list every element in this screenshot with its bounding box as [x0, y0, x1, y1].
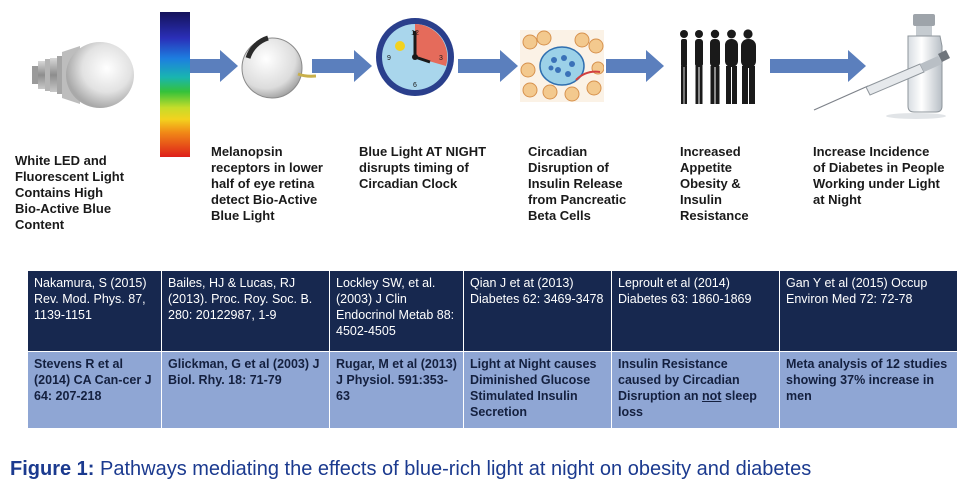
- reference-cell: Leproult et al (2014) Diabetes 63: 1860-…: [611, 270, 780, 352]
- reference-cell: Lockley SW, et al. (2003) J Clin Endocri…: [329, 270, 464, 352]
- figure-label: Figure 1:: [10, 458, 95, 480]
- stage-caption-diabetes: Increase Incidence of Diabetes in People…: [813, 144, 945, 207]
- clock-number-6: 6: [413, 82, 417, 89]
- reference-cell: Qian J et at (2013) Diabetes 62: 3469-34…: [463, 270, 612, 352]
- flow-arrow-2: [312, 50, 372, 82]
- clock-icon: 12 3 6 9: [376, 18, 454, 96]
- flow-arrow-5: [770, 50, 866, 82]
- stage-caption-melanopsin: Melanopsin receptors in lower half of ey…: [211, 144, 323, 223]
- led-bulb-icon: [32, 42, 134, 108]
- reference-cell-insulin-resistance: Insulin Resistance caused by Circadian D…: [611, 351, 780, 429]
- light-spectrum-bar: [160, 12, 190, 157]
- clock-number-9: 9: [387, 55, 391, 62]
- flow-arrow-3: [458, 50, 518, 82]
- reference-text-before: Insulin Resistance caused by Circadian D…: [618, 357, 740, 403]
- stage-caption-clock: Blue Light AT NIGHT disrupts timing of C…: [359, 144, 487, 191]
- stage-caption-led: White LED and Fluorescent Light Contains…: [15, 153, 125, 232]
- flow-arrow-1: [190, 50, 238, 82]
- figure-caption-text: Pathways mediating the effects of blue-r…: [94, 458, 812, 480]
- reference-cell: Light at Night causes Diminished Glucose…: [463, 351, 612, 429]
- stage-caption-insulin-release: Circadian Disruption of Insulin Release …: [528, 144, 627, 223]
- reference-cell: Stevens R et al (2014) CA Can-cer J 64: …: [27, 351, 162, 429]
- clock-number-12: 12: [411, 30, 419, 37]
- reference-cell: Nakamura, S (2015) Rev. Mod. Phys. 87, 1…: [27, 270, 162, 352]
- references-row-primary: Nakamura, S (2015) Rev. Mod. Phys. 87, 1…: [27, 270, 958, 352]
- reference-cell: Rugar, M et al (2013) J Physiol. 591:353…: [329, 351, 464, 429]
- figure-caption: Figure 1: Pathways mediating the effects…: [10, 458, 811, 481]
- reference-cell: Meta analysis of 12 studies showing 37% …: [779, 351, 958, 429]
- reference-text-underlined: not: [702, 389, 722, 403]
- reference-text-after: sleep loss: [618, 389, 757, 419]
- eye-icon: [241, 35, 316, 99]
- clock-number-3: 3: [439, 55, 443, 62]
- body-silhouettes-icon: [680, 29, 756, 104]
- reference-cell: Bailes, HJ & Lucas, RJ (2013). Proc. Roy…: [161, 270, 330, 352]
- stage-caption-obesity: Increased Appetite Obesity & Insulin Res…: [680, 144, 749, 223]
- flow-arrow-4: [606, 50, 664, 82]
- reference-cell: Glickman, G et al (2003) J Biol. Rhy. 18…: [161, 351, 330, 429]
- pancreatic-cells-icon: [520, 30, 604, 102]
- references-table: Nakamura, S (2015) Rev. Mod. Phys. 87, 1…: [27, 270, 958, 429]
- references-row-secondary: Stevens R et al (2014) CA Can-cer J 64: …: [27, 351, 958, 429]
- insulin-syringe-icon: [813, 14, 950, 119]
- reference-cell: Gan Y et al (2015) Occup Environ Med 72:…: [779, 270, 958, 352]
